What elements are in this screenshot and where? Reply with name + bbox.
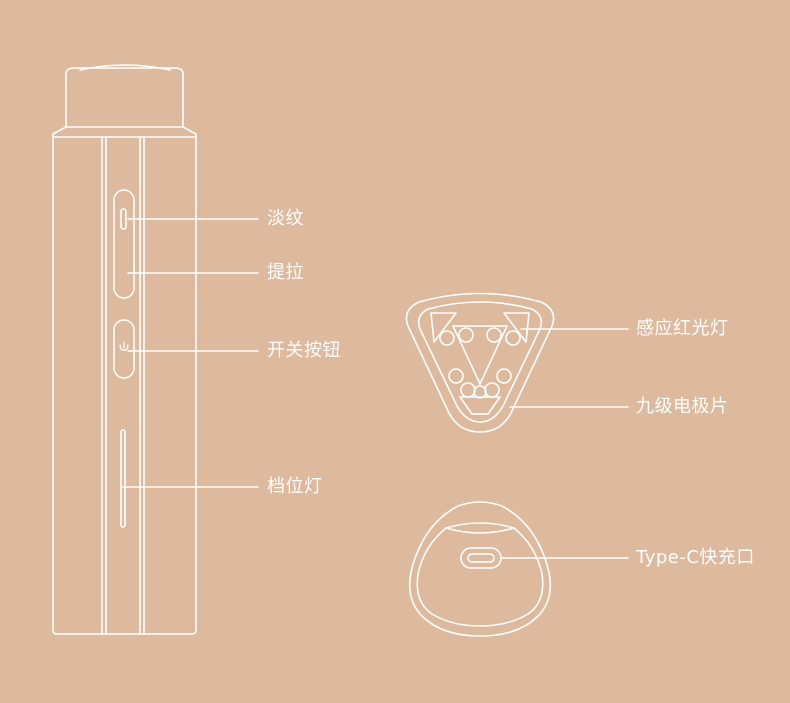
- wand-shoulder: [52, 126, 197, 138]
- label-power-button: 开关按钮: [267, 340, 341, 361]
- corner-plate-top-right: [503, 312, 530, 343]
- label-sensor-red-light: 感应红光灯: [636, 318, 729, 339]
- wand-head: [65, 67, 184, 128]
- electrode-dot: [439, 330, 455, 346]
- typec-port-shape: [460, 547, 502, 569]
- mode-button: [113, 189, 135, 299]
- wand-body: [52, 136, 197, 635]
- label-level-light: 档位灯: [267, 476, 323, 497]
- charging-base-inner: [416, 522, 544, 627]
- electrode-head: [405, 292, 629, 433]
- charging-base-top: [445, 527, 515, 534]
- typec-port-inner: [467, 553, 495, 563]
- electrode-dot: [486, 327, 502, 343]
- power-button-shape: [113, 319, 135, 379]
- power-icon: [119, 341, 129, 351]
- corner-plate-top-left: [430, 312, 457, 343]
- electrode-dot: [505, 330, 521, 346]
- electrode-dot: [484, 382, 500, 398]
- electrode-dot: [448, 368, 464, 384]
- level-light-strip: [120, 429, 126, 528]
- electrode-dot: [460, 382, 476, 398]
- wand-head-rim: [79, 64, 171, 71]
- charging-base: [408, 501, 629, 637]
- charging-base-outline: [408, 501, 552, 637]
- label-fine-lines: 淡纹: [267, 208, 304, 229]
- electrode-plate: [452, 325, 508, 385]
- electrode-dots: [439, 327, 521, 399]
- label-lift: 提拉: [267, 262, 304, 283]
- electrode-head-inner: [417, 301, 543, 423]
- corner-plate-bottom: [459, 396, 501, 415]
- electrode-head-outline: [405, 292, 555, 433]
- electrode-dot: [473, 385, 487, 399]
- electrode-dot: [496, 368, 512, 384]
- wand-device: [52, 64, 259, 635]
- electrode-dot: [458, 327, 474, 343]
- label-typec-port: Type-C快充口: [636, 547, 755, 568]
- label-nine-level-electrodes: 九级电极片: [636, 396, 729, 417]
- mode-indicator: [120, 208, 127, 230]
